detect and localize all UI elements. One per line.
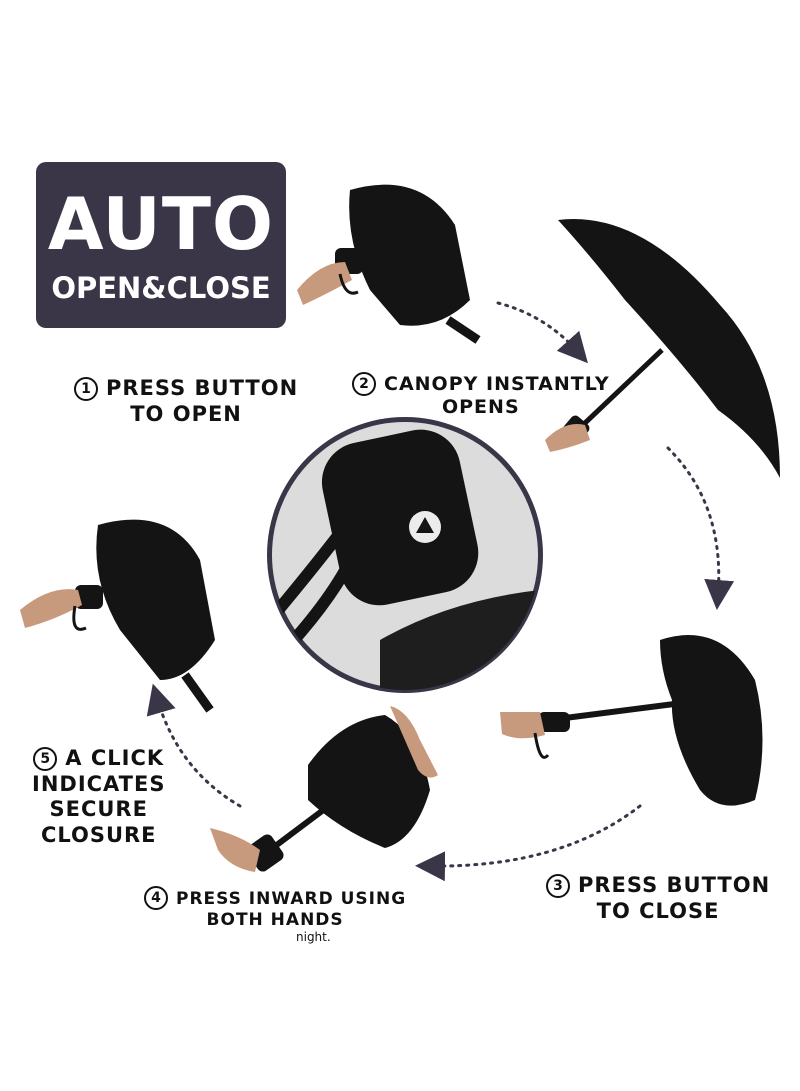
- flow-arrows: [146, 301, 735, 882]
- step-5-line-1: A CLICK: [65, 746, 165, 770]
- step-1-number-icon: 1: [74, 377, 98, 401]
- umbrella-press-icon: [210, 706, 438, 872]
- step-2-caption: 2 CANOPY INSTANTLY OPENS: [352, 372, 610, 419]
- umbrella-closed-top-icon: [297, 184, 481, 344]
- step-3-line-1: PRESS BUTTON: [578, 873, 771, 897]
- badge-title: AUTO: [47, 182, 275, 266]
- step-5-number-icon: 5: [33, 747, 58, 771]
- umbrella-secured-icon: [20, 519, 215, 713]
- step-1-caption: 1 PRESS BUTTON TO OPEN: [74, 376, 298, 427]
- umbrella-open-icon: [545, 219, 780, 479]
- step-3-line-2: TO CLOSE: [596, 898, 720, 923]
- step-4-line-1: PRESS INWARD USING: [176, 889, 407, 909]
- step-5-line-2: INDICATES: [32, 771, 166, 796]
- step-3-number-icon: 3: [546, 874, 570, 898]
- step-5-caption: 5 A CLICK INDICATES SECURE CLOSURE: [32, 746, 165, 848]
- step-2-line-2: OPENS: [441, 396, 520, 419]
- step-4-caption: 4 PRESS INWARD USING BOTH HANDS: [144, 886, 406, 931]
- button-closeup-circle: [267, 417, 543, 693]
- step-4-number-icon: 4: [144, 886, 168, 910]
- umbrella-closing-icon: [500, 635, 763, 806]
- step-5-line-3: SECURE: [49, 797, 148, 822]
- step-1-line-2: TO OPEN: [130, 401, 242, 426]
- watermark: night.: [296, 930, 331, 944]
- auto-open-close-badge: AUTO OPEN&CLOSE: [36, 162, 286, 328]
- step-2-number-icon: 2: [352, 372, 376, 396]
- step-2-line-1: CANOPY INSTANTLY: [384, 373, 610, 395]
- step-4-line-2: BOTH HANDS: [206, 910, 344, 930]
- step-5-line-4: CLOSURE: [40, 822, 157, 847]
- badge-subtitle: OPEN&CLOSE: [51, 271, 271, 305]
- step-1-line-1: PRESS BUTTON: [106, 376, 299, 400]
- step-3-caption: 3 PRESS BUTTON TO CLOSE: [546, 873, 770, 924]
